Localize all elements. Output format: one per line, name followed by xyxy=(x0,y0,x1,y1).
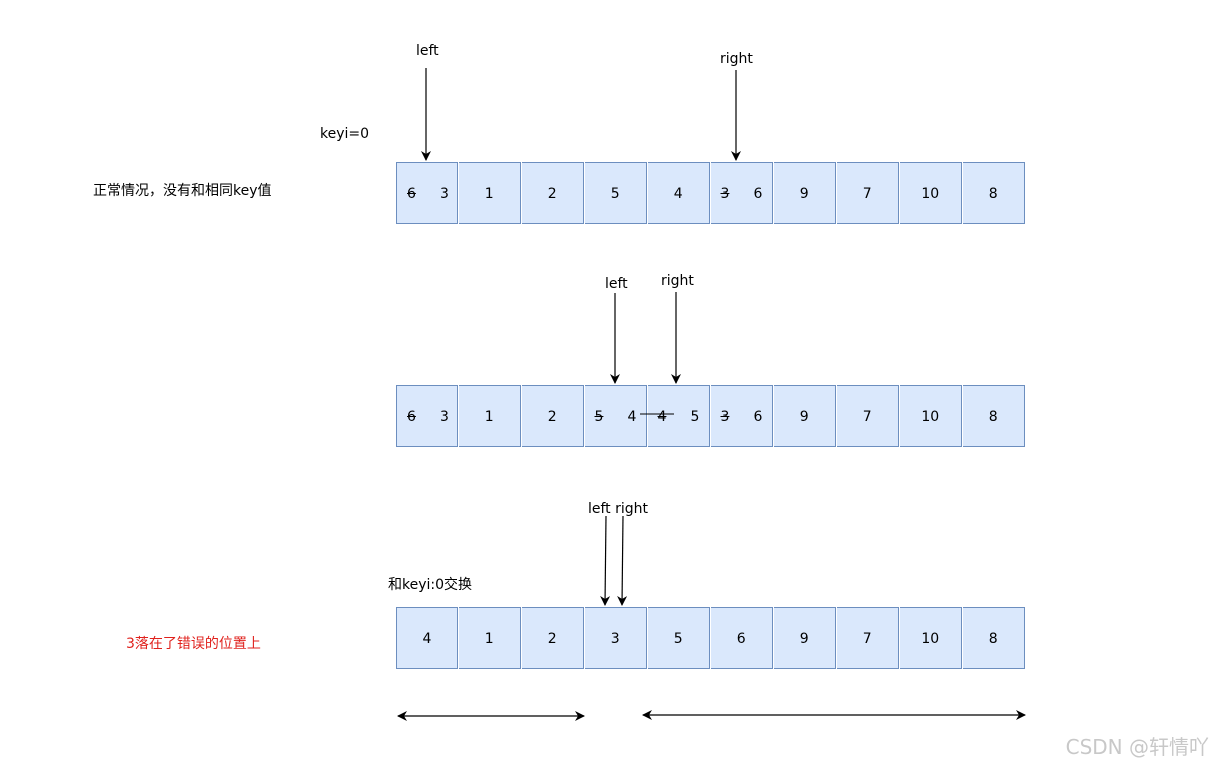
cell-value: 8 xyxy=(988,631,998,647)
pointer-label-left-1: left xyxy=(416,43,439,59)
array-cell: 2 xyxy=(521,607,584,669)
struck-value: 6 xyxy=(407,409,416,425)
array-cell: 10 xyxy=(899,162,962,224)
cell-value: 7 xyxy=(862,409,872,425)
cell-value: 3 xyxy=(440,409,449,425)
cell-value: 7 xyxy=(862,186,872,202)
arrow-right-3 xyxy=(617,515,628,606)
array-row-3: 4 1 2 3 5 6 9 7 10 8 xyxy=(396,607,1026,669)
row3-note: 3落在了错误的位置上 xyxy=(126,636,261,652)
cell-value: 4 xyxy=(422,631,432,647)
cell-value: 4 xyxy=(673,186,683,202)
cell-value: 6 xyxy=(753,186,763,202)
cell-value: 5 xyxy=(610,186,620,202)
pointer-label-right-2: right xyxy=(661,273,694,289)
array-cell: 7 xyxy=(836,385,899,447)
array-cell: 9 xyxy=(773,607,836,669)
array-cell: 1 xyxy=(458,607,521,669)
cell-value: 2 xyxy=(547,186,557,202)
array-cell: 7 xyxy=(836,607,899,669)
array-cell: 4 xyxy=(647,162,710,224)
array-cell: 2 xyxy=(521,162,584,224)
struck-value: 3 xyxy=(720,409,730,425)
cell-value: 8 xyxy=(988,409,998,425)
struck-value: 5 xyxy=(594,409,604,425)
array-cell: 8 xyxy=(962,607,1025,669)
cell-value: 2 xyxy=(547,409,557,425)
keyi-label: keyi=0 xyxy=(320,126,370,142)
array-cell: 4 xyxy=(396,607,458,669)
cell-value: 3 xyxy=(440,186,449,202)
cell-value: 7 xyxy=(862,631,872,647)
cell-value: 4 xyxy=(627,409,637,425)
cell-value: 10 xyxy=(921,409,940,425)
cell-value: 8 xyxy=(988,186,998,202)
pointer-label-right-1: right xyxy=(720,51,753,67)
cell-value: 2 xyxy=(547,631,557,647)
cell-value: 9 xyxy=(799,409,809,425)
pointer-label-left-2: left xyxy=(605,276,628,292)
row3-swap-label: 和keyi:0交换 xyxy=(388,577,473,593)
cell-value: 1 xyxy=(484,186,494,202)
array-cell: 8 xyxy=(962,385,1025,447)
array-cell: 9 xyxy=(773,385,836,447)
array-cell: 2 xyxy=(521,385,584,447)
arrow-left-3 xyxy=(600,515,611,606)
watermark: CSDN @轩情吖 xyxy=(1065,735,1209,759)
struck-value: 3 xyxy=(720,186,730,202)
cell-value: 9 xyxy=(799,631,809,647)
array-cell: 7 xyxy=(836,162,899,224)
cell-value: 5 xyxy=(673,631,683,647)
cell-value: 6 xyxy=(736,631,746,647)
cell-value: 10 xyxy=(921,631,940,647)
array-cell: 6 xyxy=(710,607,773,669)
cell-value: 3 xyxy=(610,631,620,647)
pointer-label-left-right-3: left right xyxy=(588,501,649,517)
array-cell: 8 xyxy=(962,162,1025,224)
row1-note: 正常情况，没有和相同key值 xyxy=(93,183,272,199)
struck-value: 4 xyxy=(657,409,667,425)
array-cell: 10 xyxy=(899,385,962,447)
cell-value: 9 xyxy=(799,186,809,202)
cell-value: 5 xyxy=(690,409,700,425)
array-cell: 1 xyxy=(458,385,521,447)
cell-value: 1 xyxy=(484,631,494,647)
array-cell: 5 xyxy=(584,162,647,224)
cell-value: 1 xyxy=(484,409,494,425)
cell-value: 6 xyxy=(753,409,763,425)
cell-value: 10 xyxy=(921,186,940,202)
array-cell: 3 xyxy=(584,607,647,669)
array-cell: 1 xyxy=(458,162,521,224)
array-cell: 5 xyxy=(647,607,710,669)
array-cell: 10 xyxy=(899,607,962,669)
array-cell: 9 xyxy=(773,162,836,224)
struck-value: 6 xyxy=(407,186,416,202)
